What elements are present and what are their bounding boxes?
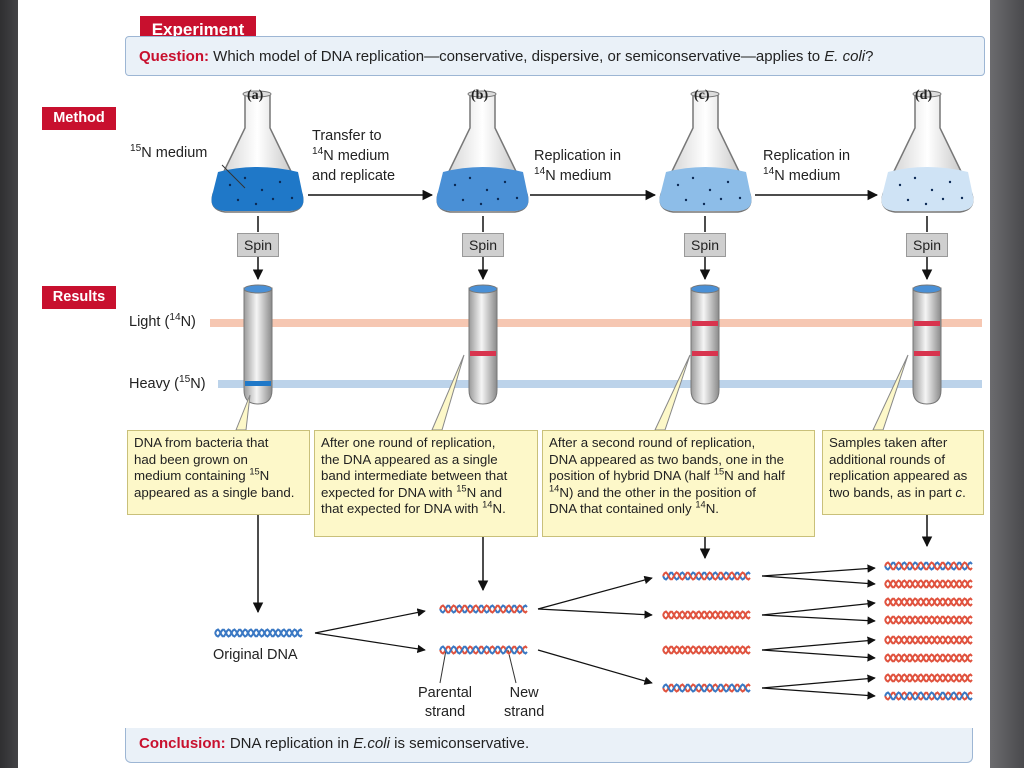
conclusion-box (125, 728, 973, 763)
dna-helix (884, 597, 973, 607)
dna-strand (884, 635, 973, 645)
dna-strand (214, 628, 303, 638)
dna-helix (439, 645, 528, 655)
note-a: DNA from bacteria that had been grown on… (127, 430, 310, 515)
dna-helix (214, 628, 303, 638)
column-label-d: (d) (915, 88, 933, 103)
note-d: Samples taken after additional rounds of… (822, 430, 984, 515)
question-box (125, 36, 985, 76)
step-transfer-label: Transfer to 14N medium and replicate (312, 128, 396, 184)
flask-a (211, 90, 304, 213)
note-c: After a second round of replication, DNA… (542, 430, 815, 537)
column-label-a: (a) (247, 88, 264, 103)
results-label: Results (42, 286, 116, 309)
flask-b (436, 90, 529, 213)
dna-strand (884, 673, 973, 683)
dna-strand (884, 653, 973, 663)
dna-strand (884, 691, 973, 701)
dna-strand (662, 610, 751, 620)
dna-strand (884, 561, 973, 571)
tube-c (690, 284, 720, 405)
dna-helices (214, 561, 973, 701)
conclusion-species: E.coli (353, 735, 390, 752)
flask-c (659, 90, 752, 213)
flask-d (881, 90, 974, 213)
dna-helix (884, 653, 973, 663)
question-label: Question: (139, 48, 209, 65)
background-right-edge (990, 0, 1024, 768)
note-b: After one round of replication, the DNA … (314, 430, 538, 537)
note-down-arrows (252, 515, 933, 614)
heavy-band-line (218, 380, 982, 388)
column-label-b: (b) (471, 88, 489, 103)
dna-strand (662, 683, 751, 693)
parental-strand-label: Parental strand (418, 685, 473, 720)
dna-helix (439, 604, 528, 614)
dna-helix (662, 683, 751, 693)
dna-strand (884, 615, 973, 625)
new-strand-label: New strand (504, 685, 545, 720)
conclusion-text: Conclusion: DNA replication in E.coli is… (139, 735, 530, 752)
light-band-line (210, 319, 982, 327)
method-label: Method (42, 107, 116, 130)
spin-label-d: Spin (906, 233, 948, 257)
original-dna-label: Original DNA (213, 647, 298, 663)
dna-strand (439, 604, 528, 614)
spin-label-a: Spin (237, 233, 279, 257)
step-replication-1-label: Replication in 14N medium (534, 148, 622, 184)
dna-helix (662, 610, 751, 620)
dna-helix (884, 579, 973, 589)
conclusion-label: Conclusion: (139, 735, 226, 752)
dna-helix (884, 561, 973, 571)
question-text: Question: Which model of DNA replication… (139, 48, 873, 65)
spin-label-b: Spin (462, 233, 504, 257)
dna-helix (662, 571, 751, 581)
question-end: ? (865, 48, 874, 65)
callout-pointers (235, 354, 909, 431)
replication-branch-arrows (314, 564, 876, 700)
dna-helix (884, 615, 973, 625)
heavy-band-label: Heavy (15N) (129, 374, 206, 392)
medium-15n-label: 15N medium (130, 143, 208, 161)
spin-connectors (252, 216, 933, 281)
spin-label-c: Spin (684, 233, 726, 257)
dna-helix (884, 691, 973, 701)
dna-helix (884, 635, 973, 645)
dna-helix (884, 673, 973, 683)
tube-b (468, 284, 498, 405)
dna-strand (439, 645, 528, 655)
medium-pointer-line (221, 164, 246, 189)
column-label-c: (c) (694, 88, 710, 103)
strand-pointers (439, 649, 517, 684)
flask-bacteria-dots (228, 176, 964, 206)
dna-strand (662, 571, 751, 581)
light-band-label: Light (14N) (129, 312, 196, 330)
question-body: Which model of DNA replication—conservat… (213, 48, 821, 65)
dna-strand (662, 645, 751, 655)
tube-d (912, 284, 942, 405)
step-replication-2-label: Replication in 14N medium (763, 148, 851, 184)
tube-a (243, 284, 273, 405)
dna-helix (662, 645, 751, 655)
dna-strand (884, 579, 973, 589)
background-left-edge (0, 0, 18, 768)
dna-strand (884, 597, 973, 607)
question-species: E. coli (824, 48, 866, 65)
